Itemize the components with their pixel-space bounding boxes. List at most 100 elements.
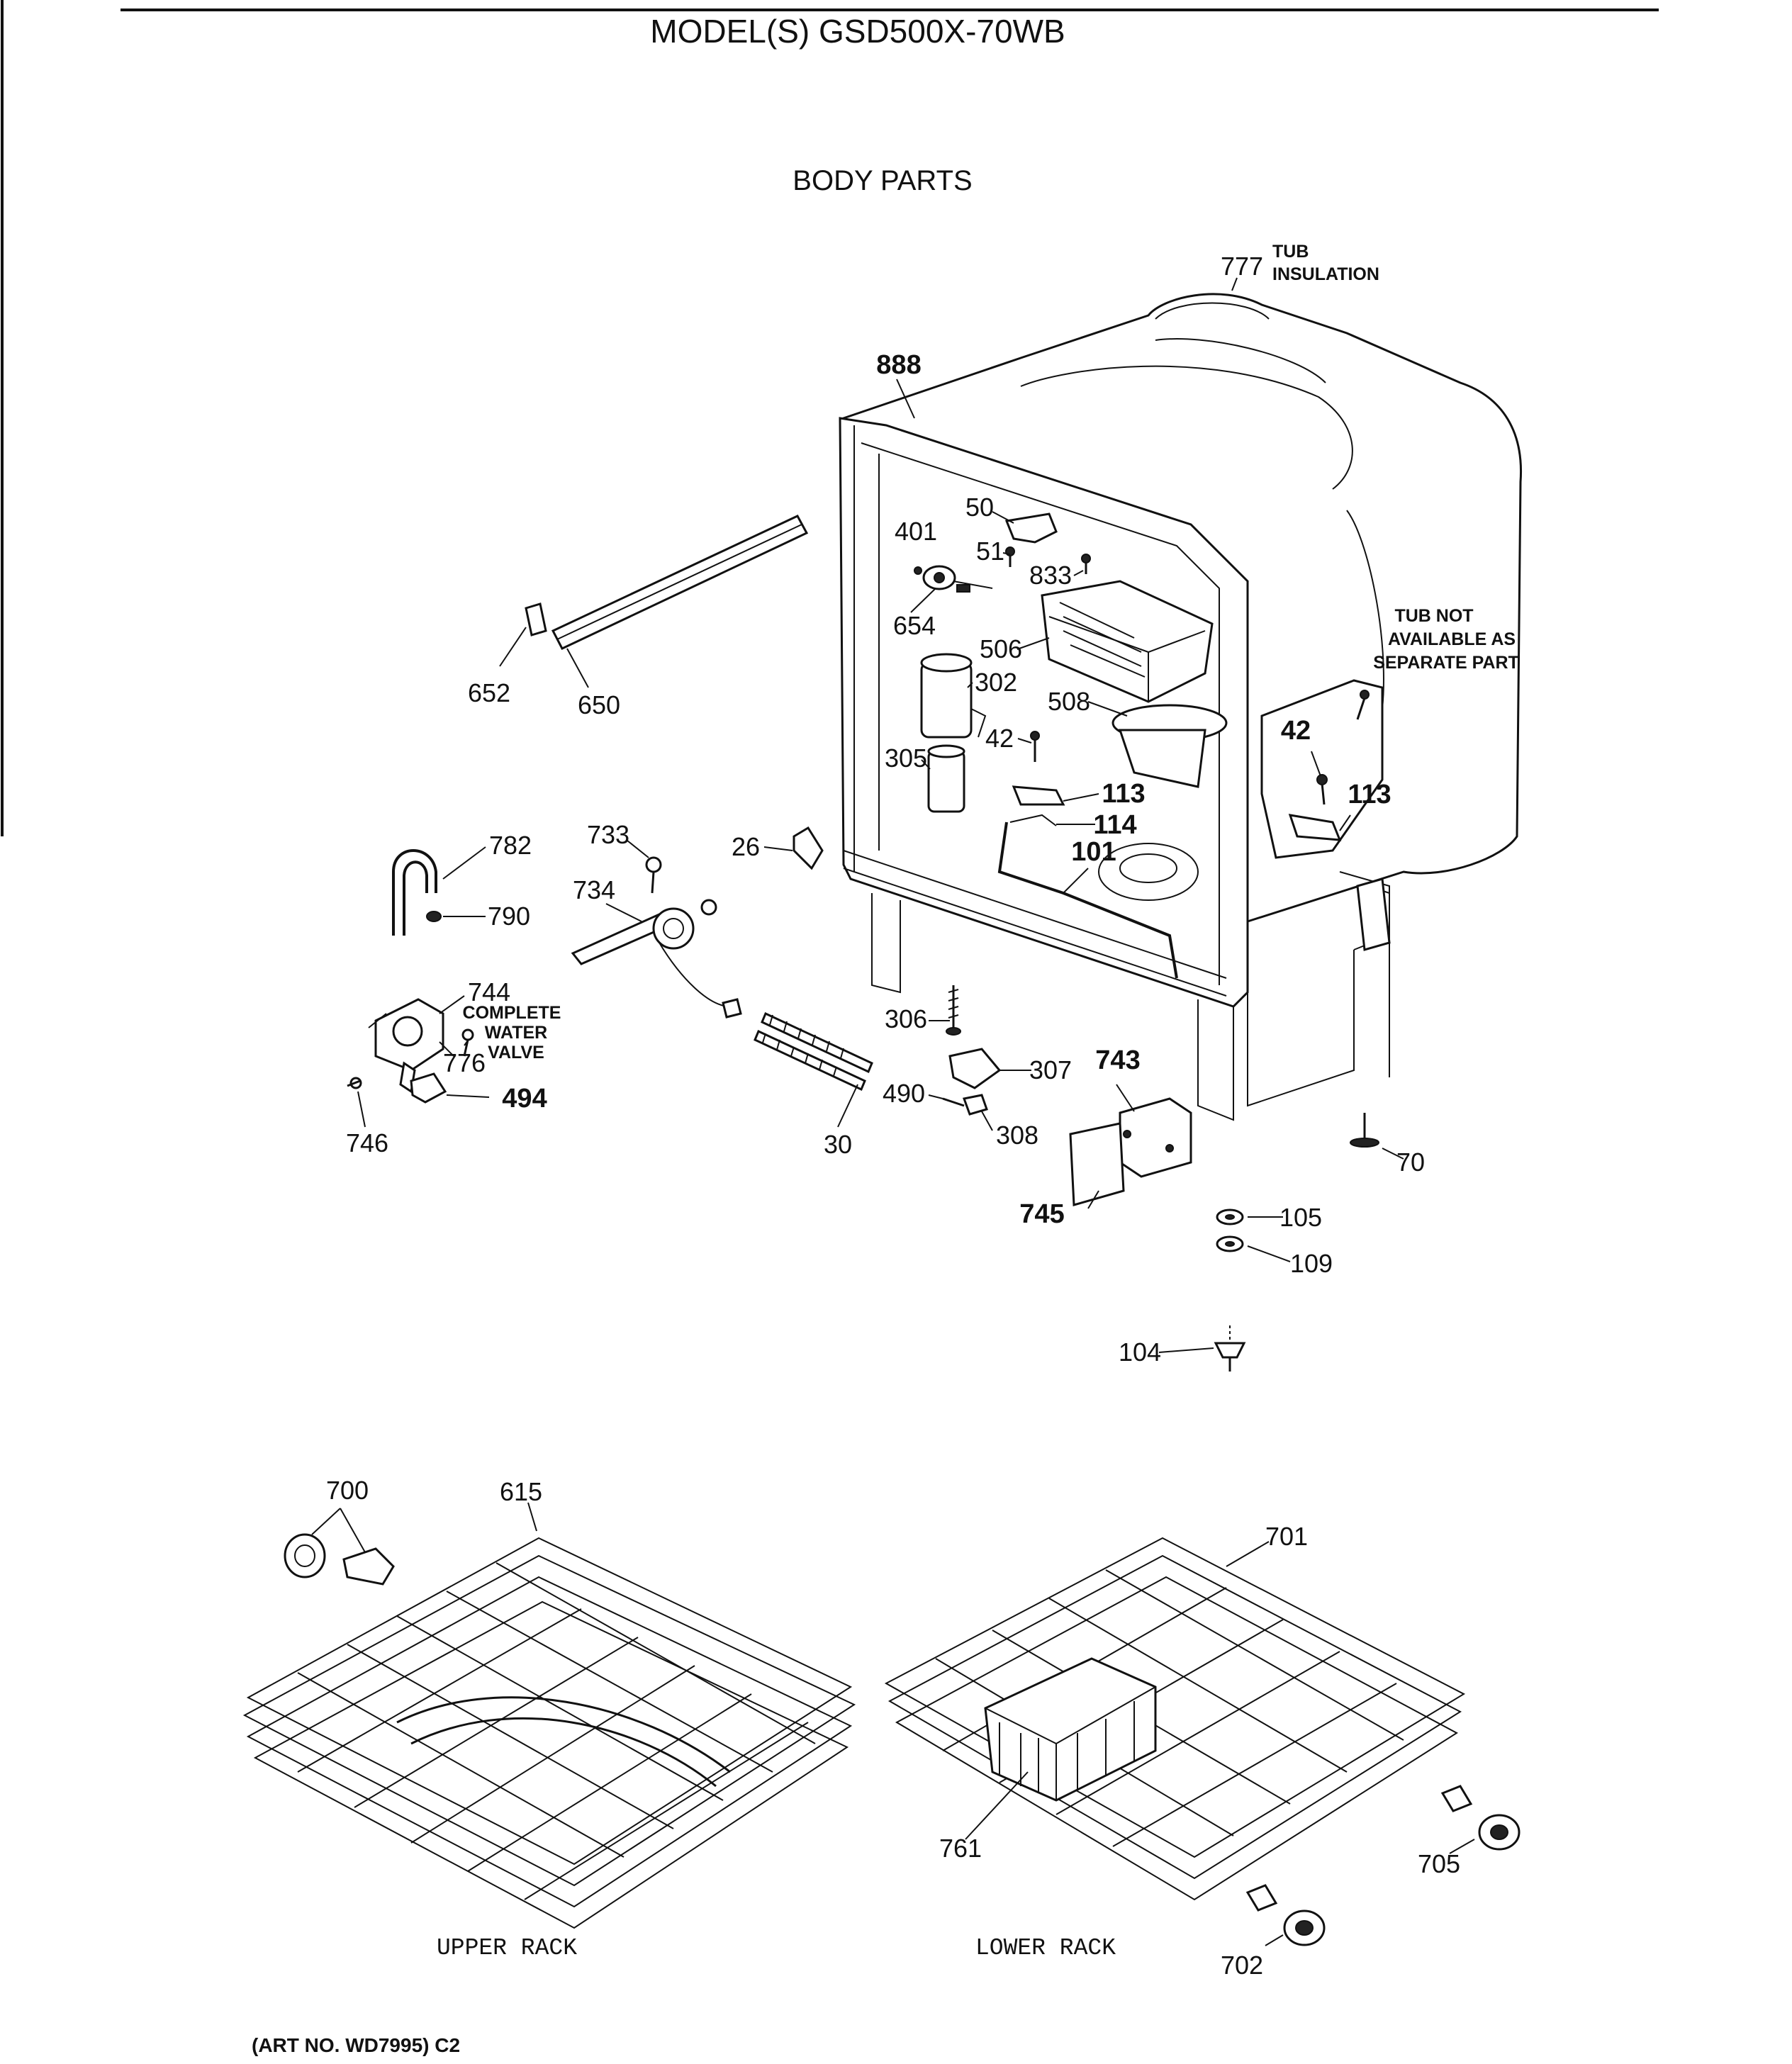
- part-label-743: 743: [1095, 1045, 1140, 1075]
- part-label-506: 506: [980, 634, 1022, 663]
- part-label-700: 700: [326, 1476, 369, 1505]
- part-label-746: 746: [346, 1128, 388, 1157]
- note-tub-not-available-line3: SEPARATE PART: [1373, 653, 1519, 673]
- lower-rack-caption: LOWER RACK: [975, 1935, 1116, 1961]
- part-label-308: 308: [996, 1121, 1038, 1150]
- part-label-494: 494: [502, 1084, 547, 1114]
- part-label-782: 782: [489, 831, 532, 860]
- note-tub-not-available-line2: AVAILABLE AS: [1388, 629, 1516, 649]
- motor-cylinder-302: [920, 653, 987, 739]
- note-water-valve-line3: VALVE: [488, 1043, 544, 1062]
- note-tub-insulation-line1: TUB: [1272, 242, 1309, 262]
- door-gasket-650: [551, 515, 809, 650]
- clip-26: [793, 826, 824, 870]
- part-label-42-inner: 42: [985, 724, 1014, 753]
- rack-rollers-700: [284, 1533, 395, 1586]
- screw-746: [347, 1077, 362, 1089]
- screw-733: [645, 856, 662, 894]
- leader-lines: [311, 277, 1475, 1946]
- part-label-702: 702: [1221, 1951, 1263, 1980]
- part-label-30: 30: [824, 1130, 852, 1159]
- part-label-615: 615: [500, 1477, 542, 1506]
- junction-box-743: [1119, 1097, 1192, 1178]
- bracket-494: [410, 1072, 447, 1104]
- part-label-104: 104: [1119, 1337, 1161, 1367]
- part-label-70: 70: [1396, 1148, 1425, 1177]
- rack-wheel-702: [1245, 1884, 1326, 1946]
- part-label-776: 776: [443, 1048, 486, 1077]
- part-label-114: 114: [1093, 810, 1136, 840]
- part-label-490: 490: [883, 1079, 925, 1108]
- part-label-105: 105: [1279, 1203, 1322, 1232]
- screw-833: [1081, 554, 1091, 574]
- part-label-777: 777: [1221, 252, 1263, 281]
- part-label-508: 508: [1048, 687, 1090, 716]
- part-label-761: 761: [939, 1834, 982, 1863]
- art-number: (ART NO. WD7995) C2: [252, 2034, 460, 2056]
- switch-308: [962, 1094, 988, 1116]
- part-label-733: 733: [587, 820, 629, 849]
- washer-109: [1216, 1235, 1244, 1252]
- knob-654: [914, 565, 993, 593]
- note-tub-insulation-line2: INSULATION: [1272, 264, 1379, 284]
- part-label-113-inner: 113: [1102, 779, 1145, 809]
- part-label-705: 705: [1418, 1849, 1460, 1878]
- section-title: BODY PARTS: [793, 165, 972, 196]
- part-label-744: 744: [468, 977, 510, 1006]
- rinse-aid-dispenser: [1111, 704, 1228, 788]
- part-label-650: 650: [578, 690, 620, 719]
- clip-113-side: [1288, 814, 1342, 841]
- upper-rack: [242, 1537, 856, 1929]
- part-label-652: 652: [468, 678, 510, 707]
- bracket-50: [1004, 512, 1058, 544]
- switch-307: [948, 1048, 1002, 1089]
- part-label-109: 109: [1290, 1249, 1333, 1278]
- clamp-790: [426, 911, 442, 922]
- part-label-42-side: 42: [1281, 716, 1311, 746]
- door-springs-30: [754, 1011, 873, 1092]
- cover-745: [1069, 1122, 1125, 1206]
- hose-782: [392, 849, 437, 936]
- part-label-745: 745: [1019, 1199, 1064, 1229]
- bolt-104: [1214, 1325, 1246, 1372]
- screw-490: [942, 1097, 965, 1107]
- part-label-790: 790: [488, 902, 530, 931]
- screw-42-side: [1316, 774, 1328, 805]
- note-water-valve-line2: WATER: [485, 1023, 547, 1043]
- part-label-302: 302: [975, 668, 1017, 697]
- part-305: [927, 744, 965, 813]
- bolt-306: [946, 985, 961, 1036]
- screw-top-side: [1356, 690, 1370, 720]
- tub-side-panel: [1260, 679, 1384, 859]
- part-label-654: 654: [893, 611, 936, 640]
- part-label-833: 833: [1029, 561, 1072, 590]
- part-label-734: 734: [573, 875, 615, 904]
- part-label-51: 51: [976, 537, 1004, 566]
- water-valve-744: [368, 998, 454, 1094]
- hose-114: [1009, 814, 1057, 826]
- model-title: MODEL(S) GSD500X-70WB: [650, 13, 1065, 50]
- screw-42-inner: [1030, 731, 1040, 762]
- part-label-50: 50: [965, 493, 994, 522]
- part-label-307: 307: [1029, 1055, 1072, 1084]
- part-label-101: 101: [1071, 837, 1116, 867]
- hinge-arm-734: [571, 899, 742, 1019]
- part-label-113-side: 113: [1348, 780, 1391, 809]
- part-label-26: 26: [732, 832, 760, 861]
- leveling-leg-70: [1350, 1113, 1379, 1148]
- silverware-basket-761: [984, 1657, 1157, 1802]
- upper-rack-caption: UPPER RACK: [437, 1935, 577, 1961]
- part-label-306: 306: [885, 1004, 927, 1033]
- clip-652: [525, 602, 547, 636]
- detergent-dispenser: [1041, 580, 1214, 703]
- part-label-305: 305: [885, 744, 927, 773]
- rack-wheel-705: [1440, 1785, 1521, 1851]
- note-water-valve-line1: COMPLETE: [463, 1003, 561, 1023]
- part-label-401: 401: [895, 517, 937, 546]
- washer-105: [1216, 1208, 1244, 1226]
- part-label-888: 888: [876, 350, 921, 380]
- part-label-701: 701: [1265, 1522, 1308, 1551]
- clip-113-inner: [1012, 785, 1065, 806]
- note-tub-not-available-line1: TUB NOT: [1394, 606, 1473, 626]
